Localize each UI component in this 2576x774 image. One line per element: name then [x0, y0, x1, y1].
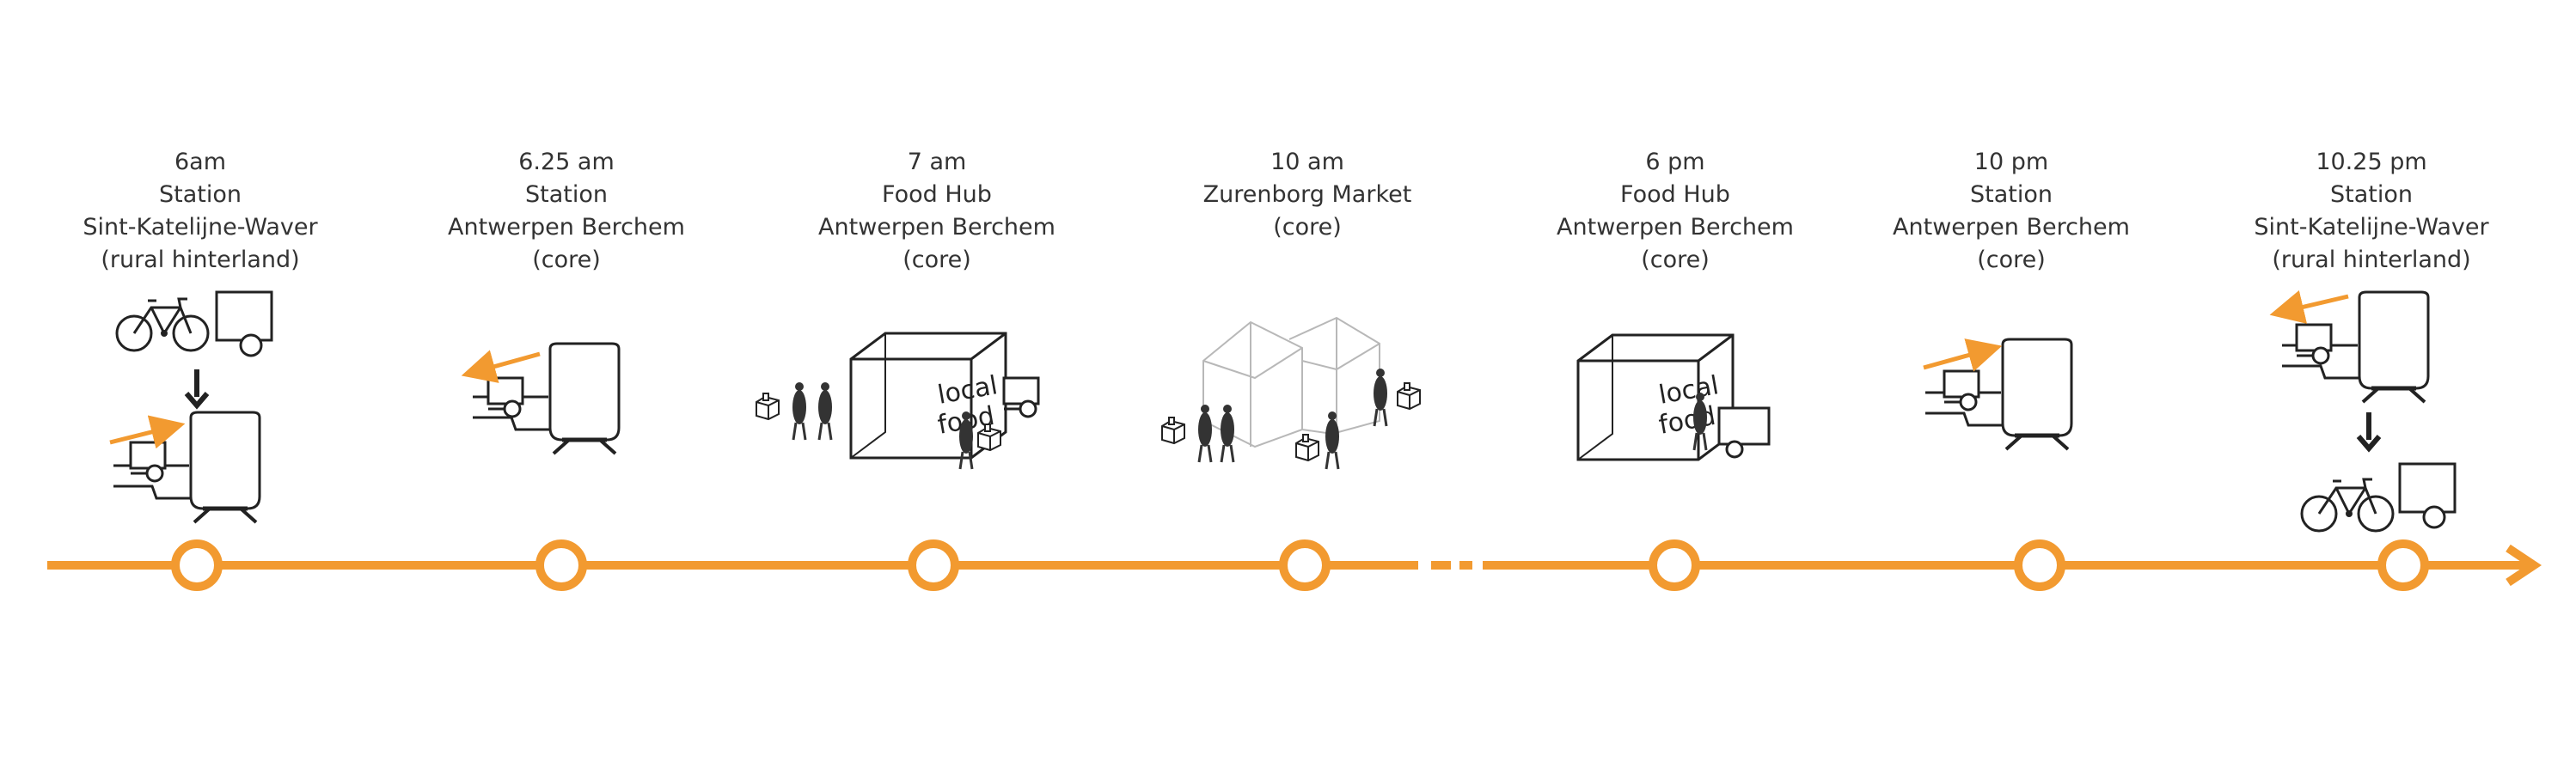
stop-line: Food Hub: [882, 181, 992, 208]
stop-time: 6.25 am: [518, 149, 615, 175]
stop-4-illustration: [1161, 316, 1421, 471]
stop-5-illustration: local food: [1576, 333, 1771, 461]
stop-line: Sint-Katelijne-Waver: [83, 214, 318, 241]
cart-icon: [1002, 376, 1040, 418]
crate-icon: [1295, 434, 1319, 461]
stop-label-2: 6.25 am Station Antwerpen Berchem (core): [403, 146, 730, 277]
cart-icon: [2295, 323, 2333, 365]
stop-marker-1: [171, 539, 223, 591]
stop-line: Antwerpen Berchem: [448, 214, 685, 241]
stop-7-illustration: [2269, 289, 2457, 533]
stop-2-illustration: [461, 344, 619, 454]
stop-marker-7: [2377, 539, 2429, 591]
stop-time: 10.25 pm: [2316, 149, 2427, 175]
person-icon: [791, 381, 808, 442]
stop-label-3: 7 am Food Hub Antwerpen Berchem (core): [774, 146, 1100, 277]
crate-icon: [756, 393, 780, 420]
stop-label-6: 10 pm Station Antwerpen Berchem (core): [1848, 146, 2175, 277]
stop-line: (core): [532, 247, 601, 273]
stop-3-illustration: local food: [756, 332, 1040, 471]
cargo-box-icon: [2398, 462, 2457, 529]
stop-marker-6: [2014, 539, 2065, 591]
orange-arrow-icon: [109, 415, 186, 449]
bicycle-icon: [115, 297, 210, 352]
orange-arrow-icon: [2269, 289, 2349, 324]
stop-line: Station: [159, 181, 242, 208]
crate-icon: [1397, 382, 1421, 410]
stop-line: Antwerpen Berchem: [1893, 214, 2130, 241]
orange-arrow-icon: [1923, 338, 2003, 372]
stop-line: Food Hub: [1620, 181, 1730, 208]
stop-label-5: 6 pm Food Hub Antwerpen Berchem (core): [1512, 146, 1839, 277]
person-icon: [817, 381, 834, 442]
cart-icon: [1943, 369, 1980, 411]
stop-marker-2: [535, 539, 587, 591]
stop-line: (core): [903, 247, 971, 273]
stop-label-1: 6am Station Sint-Katelijne-Waver (rural …: [37, 146, 364, 277]
orange-arrow-icon: [461, 350, 541, 383]
stop-marker-3: [908, 539, 959, 591]
cart-icon: [129, 441, 167, 483]
stop-marker-5: [1649, 539, 1700, 591]
stop-line: (core): [1641, 247, 1710, 273]
bicycle-icon: [2300, 478, 2395, 533]
stop-6-illustration: [1923, 338, 2071, 449]
stop-time: 10 am: [1270, 149, 1344, 175]
cargo-box-icon: [215, 290, 273, 357]
stop-time: 6am: [174, 149, 227, 175]
cart-icon: [486, 376, 524, 418]
stop-line: (rural hinterland): [101, 247, 300, 273]
stop-marker-4: [1279, 539, 1331, 591]
stop-line: (rural hinterland): [2272, 247, 2471, 273]
stop-line: Antwerpen Berchem: [818, 214, 1055, 241]
stop-time: 7 am: [907, 149, 967, 175]
stop-line: Sint-Katelijne-Waver: [2254, 214, 2489, 241]
person-icon: [1219, 403, 1236, 464]
stop-label-4: 10 am Zurenborg Market (core): [1144, 146, 1471, 244]
stop-line: (core): [1273, 214, 1342, 241]
person-icon: [1196, 403, 1214, 464]
cart-icon: [1717, 406, 1771, 459]
stop-line: Station: [1970, 181, 2053, 208]
stop-line: (core): [1977, 247, 2046, 273]
stop-line: Antwerpen Berchem: [1557, 214, 1794, 241]
crate-icon: [1161, 417, 1185, 444]
stop-label-7: 10.25 pm Station Sint-Katelijne-Waver (r…: [2208, 146, 2535, 277]
stop-1-illustration: [109, 290, 273, 522]
stop-line: Station: [2330, 181, 2413, 208]
timeline-arrow-icon: [2506, 544, 2542, 587]
stop-time: 6 pm: [1645, 149, 1705, 175]
stop-time: 10 pm: [1973, 149, 2049, 175]
stop-line: Station: [525, 181, 608, 208]
stop-markers: [171, 539, 2429, 591]
stop-line: Zurenborg Market: [1202, 181, 1412, 208]
